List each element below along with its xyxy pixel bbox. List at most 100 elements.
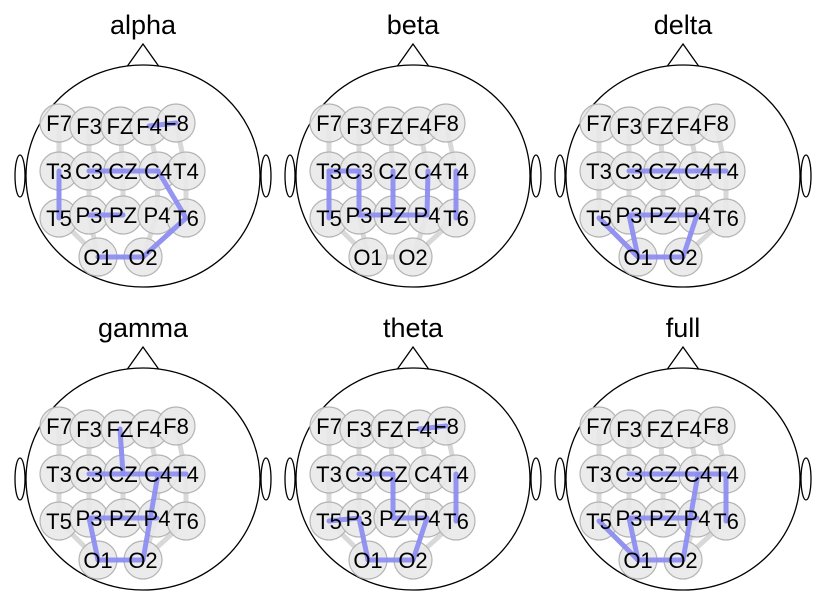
electrode-label-C4: C4 (414, 462, 442, 487)
electrode-label-FZ: FZ (107, 114, 134, 139)
left-ear-shape (284, 457, 296, 501)
electrode-label-PZ: PZ (379, 203, 407, 228)
electrode-label-FZ: FZ (377, 114, 404, 139)
electrode-disc-F8 (696, 103, 736, 143)
electrode-label-FZ: FZ (647, 417, 674, 442)
electrode-label-F4: F4 (406, 417, 432, 442)
electrode-label-P3: P3 (616, 203, 643, 228)
electrode-label-CZ: CZ (108, 159, 137, 184)
panel-title: theta (383, 313, 444, 343)
electrode-label-F8: F8 (703, 111, 729, 136)
electrode-label-F7: F7 (586, 414, 612, 439)
electrode-label-F4: F4 (136, 417, 162, 442)
electrode-label-CZ: CZ (108, 462, 137, 487)
nose-shape (125, 345, 161, 372)
electrode-label-F7: F7 (316, 414, 342, 439)
right-ear-shape (260, 154, 272, 198)
right-ear-shape (530, 154, 542, 198)
right-ear-shape (800, 154, 812, 198)
panel-title: full (666, 313, 701, 343)
highlight-edge-C4-P4 (424, 168, 431, 218)
left-ear-shape (284, 154, 296, 198)
highlight-edge-T5-P3 (326, 515, 362, 524)
electrode-disc-F8 (696, 406, 736, 446)
electrode-label-T4: T4 (443, 159, 469, 184)
electrode-label-F8: F8 (433, 414, 459, 439)
electrode-label-P4: P4 (414, 506, 441, 531)
electrode-label-F3: F3 (76, 114, 102, 139)
electrode-label-O2: O2 (668, 548, 697, 573)
electrode-label-PZ: PZ (109, 203, 137, 228)
electrode-label-P3: P3 (76, 506, 103, 531)
electrode-label-P3: P3 (76, 203, 103, 228)
highlight-edge-T6-O2 (140, 215, 189, 260)
electrode-label-F7: F7 (46, 111, 72, 136)
nose-shape (665, 42, 701, 69)
electrode-label-T6: T6 (173, 509, 199, 534)
electrode-label-PZ: PZ (649, 203, 677, 228)
electrode-label-P4: P4 (144, 203, 171, 228)
highlight-edge-P4-O2 (680, 212, 700, 260)
electrode-label-T5: T5 (316, 509, 342, 534)
electrode-label-F3: F3 (616, 417, 642, 442)
electrode-label-PZ: PZ (109, 506, 137, 531)
electrode-label-T3: T3 (46, 159, 72, 184)
electrode-label-F4: F4 (676, 114, 702, 139)
highlight-edge-C4-T6 (155, 168, 189, 221)
electrode-label-P3: P3 (346, 203, 373, 228)
highlight-edge-C4-O2 (140, 471, 161, 563)
electrode-label-T3: T3 (586, 159, 612, 184)
electrode-label-P4: P4 (414, 203, 441, 228)
panel-title: alpha (110, 10, 177, 40)
electrode-label-FZ: FZ (647, 114, 674, 139)
left-ear-shape (14, 457, 26, 501)
electrode-disc-F8 (426, 103, 466, 143)
electrode-label-O1: O1 (353, 245, 382, 270)
nose-shape (395, 345, 431, 372)
electrode-label-T5: T5 (586, 509, 612, 534)
electrode-label-C3: C3 (345, 159, 373, 184)
electrode-label-T3: T3 (46, 462, 72, 487)
electrode-label-FZ: FZ (107, 417, 134, 442)
right-ear-shape (260, 457, 272, 501)
electrode-label-C3: C3 (615, 462, 643, 487)
electrode-label-F3: F3 (616, 114, 642, 139)
highlight-edge-T5-O1 (596, 518, 641, 563)
electrode-label-T4: T4 (173, 462, 199, 487)
electrode-disc-T6 (706, 198, 746, 238)
electrode-label-F7: F7 (586, 111, 612, 136)
electrode-disc-F8 (156, 406, 196, 446)
electrode-label-F8: F8 (163, 414, 189, 439)
highlight-edge-P3-O1 (86, 515, 101, 563)
electrode-label-O2: O2 (128, 548, 157, 573)
electrode-label-F8: F8 (433, 111, 459, 136)
electrode-label-F4: F4 (136, 114, 162, 139)
panel-title: delta (654, 10, 714, 40)
highlight-edge-P3-O1 (356, 515, 371, 563)
electrode-label-T5: T5 (316, 206, 342, 231)
electrode-label-T6: T6 (713, 509, 739, 534)
highlight-edge-P3-O1 (626, 212, 641, 260)
electrode-label-F3: F3 (346, 417, 372, 442)
electrode-disc-T4 (166, 151, 206, 191)
electrode-label-T4: T4 (443, 462, 469, 487)
nose-shape (665, 345, 701, 372)
electrode-label-P4: P4 (684, 203, 711, 228)
electrode-label-F8: F8 (703, 414, 729, 439)
electrode-label-CZ: CZ (648, 462, 677, 487)
left-ear-shape (554, 154, 566, 198)
highlight-edge-F4-F8 (146, 120, 179, 129)
electrode-label-O1: O1 (353, 548, 382, 573)
electrode-label-T6: T6 (713, 206, 739, 231)
electrode-label-F7: F7 (46, 414, 72, 439)
electrode-label-C3: C3 (345, 462, 373, 487)
electrode-label-F3: F3 (76, 417, 102, 442)
electrode-disc-O1 (348, 237, 388, 277)
electrode-label-T5: T5 (586, 206, 612, 231)
electrode-label-T4: T4 (173, 159, 199, 184)
electrode-label-O2: O2 (398, 245, 427, 270)
highlight-edge-P3-O1 (626, 515, 641, 563)
